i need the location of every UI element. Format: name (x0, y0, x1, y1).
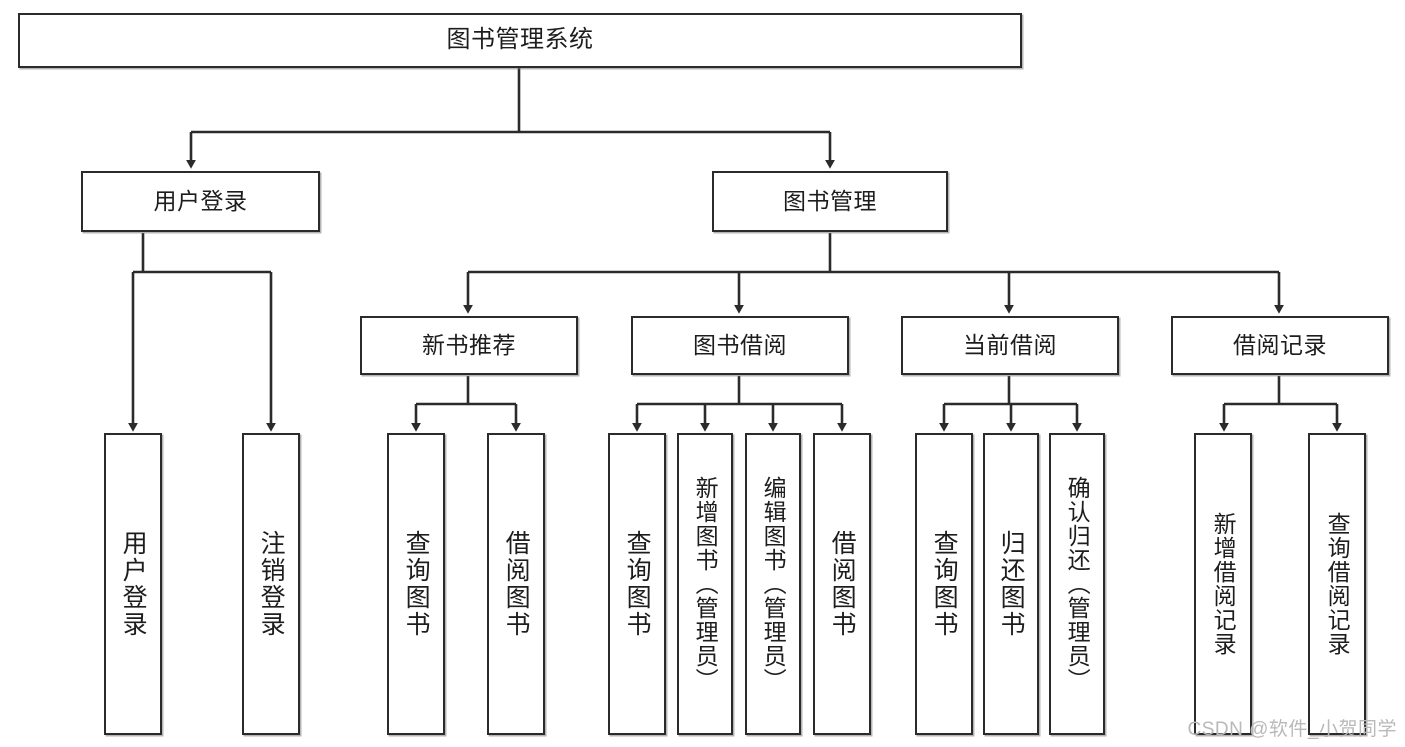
csdn-watermark: CSDN @软件_小贺同学 (1187, 719, 1397, 740)
node-book-borrowing[interactable]: 图书借阅 (631, 316, 849, 375)
node-new-book-recommendation[interactable]: 新书推荐 (360, 316, 578, 375)
node-label: 当前借阅 (963, 331, 1057, 358)
node-label: 图书借阅 (693, 331, 787, 358)
node-label: 查询图书 (930, 530, 959, 638)
leaf-add-borrow-record[interactable]: 新增借阅记录 (1194, 433, 1252, 735)
node-label: 确认归还（管理员） (1064, 476, 1091, 692)
node-label: 查询图书 (623, 530, 652, 638)
leaf-query-books-borrow[interactable]: 查询图书 (608, 433, 666, 735)
leaf-add-book-admin[interactable]: 新增图书（管理员） (677, 433, 733, 735)
node-label: 注销登录 (257, 530, 286, 638)
node-label: 借阅记录 (1233, 331, 1327, 358)
node-current-borrowing[interactable]: 当前借阅 (901, 316, 1119, 375)
leaf-query-borrow-record[interactable]: 查询借阅记录 (1308, 433, 1366, 735)
leaf-edit-book-admin[interactable]: 编辑图书（管理员） (745, 433, 801, 735)
leaf-borrow-books-new[interactable]: 借阅图书 (487, 433, 545, 735)
node-label: 借阅图书 (502, 530, 531, 638)
node-user-login[interactable]: 用户登录 (81, 171, 320, 232)
leaf-confirm-return-admin[interactable]: 确认归还（管理员） (1049, 433, 1105, 735)
leaf-query-books-new[interactable]: 查询图书 (387, 433, 445, 735)
leaf-logout[interactable]: 注销登录 (242, 433, 300, 735)
node-label: 新书推荐 (422, 331, 516, 358)
leaf-return-books[interactable]: 归还图书 (983, 433, 1039, 735)
node-label: 用户登录 (153, 187, 248, 214)
node-borrowing-records[interactable]: 借阅记录 (1171, 316, 1389, 375)
leaf-user-login[interactable]: 用户登录 (104, 433, 162, 735)
leaf-borrow-books[interactable]: 借阅图书 (813, 433, 871, 735)
leaf-query-books-current[interactable]: 查询图书 (915, 433, 973, 735)
node-book-management-system[interactable]: 图书管理系统 (18, 13, 1022, 68)
node-label: 用户登录 (119, 530, 148, 638)
node-label: 归还图书 (997, 530, 1026, 638)
node-label: 新增借阅记录 (1210, 512, 1237, 656)
node-label: 借阅图书 (828, 530, 857, 638)
node-label: 查询图书 (402, 530, 431, 638)
node-label: 查询借阅记录 (1324, 512, 1351, 656)
node-label: 图书管理 (783, 187, 877, 214)
node-book-management[interactable]: 图书管理 (712, 171, 948, 232)
node-label: 图书管理系统 (446, 26, 594, 54)
node-label: 新增图书（管理员） (692, 476, 719, 692)
node-label: 编辑图书（管理员） (760, 476, 787, 692)
